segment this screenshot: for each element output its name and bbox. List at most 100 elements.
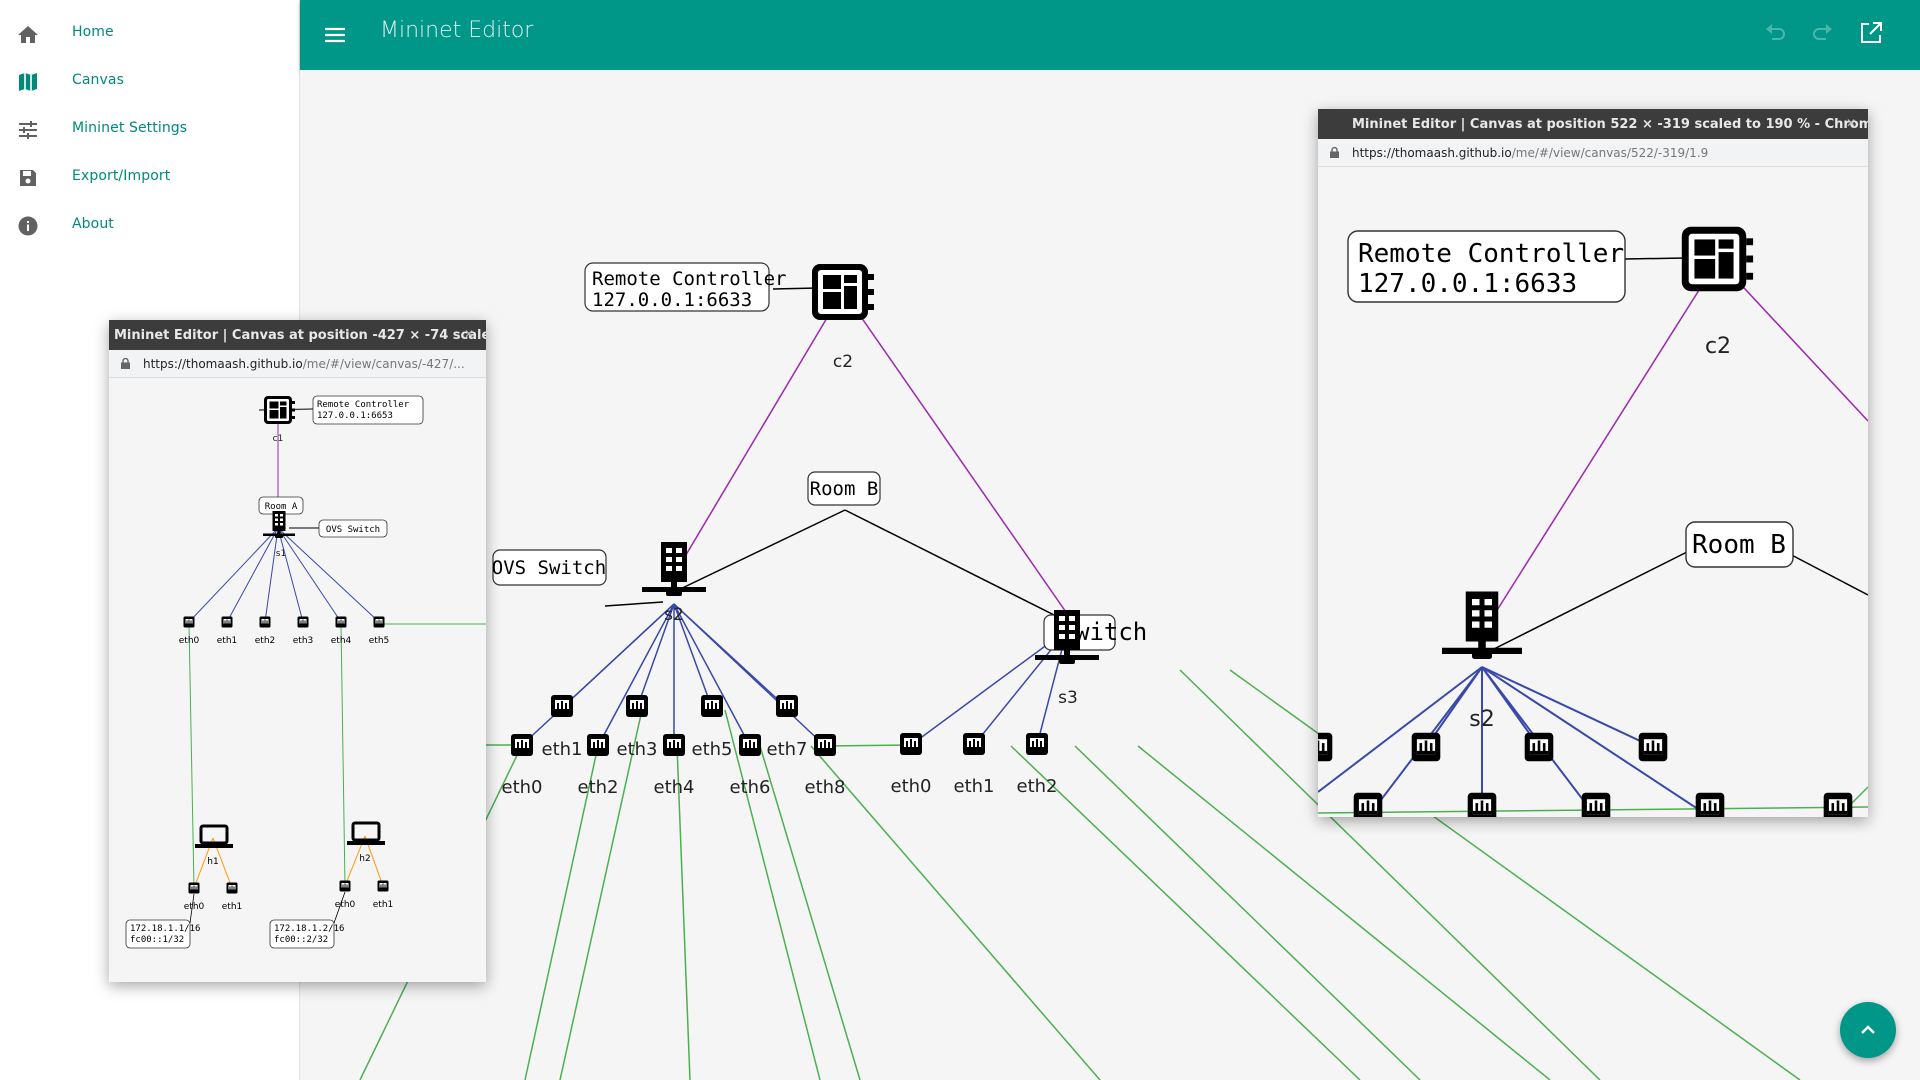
- popup-url-bar[interactable]: https://thomaash.github.io/me/#/view/can…: [109, 350, 486, 378]
- popup-titlebar[interactable]: Mininet Editor | Canvas at position -427…: [109, 320, 486, 350]
- svg-text:eth0: eth0: [335, 900, 356, 910]
- svg-text:eth1: eth1: [217, 636, 238, 646]
- controller-icon: [1681, 226, 1754, 292]
- svg-text:eth1: eth1: [373, 900, 394, 910]
- port-s3-eth0[interactable]: eth0: [891, 733, 932, 797]
- controller-name: c2: [1705, 334, 1731, 359]
- switch-name: s1: [276, 549, 286, 559]
- sidebar-item-export-import[interactable]: Export/Import: [0, 156, 300, 196]
- popup-canvas-view[interactable]: c1 Remote Controller 127.0.0.1:6653 Room…: [109, 378, 486, 982]
- svg-text:eth5: eth5: [692, 739, 733, 760]
- popup-url-bar[interactable]: https://thomaash.github.io/me/#/view/can…: [1318, 139, 1868, 167]
- controller-node-c2[interactable]: Remote Controller 127.0.0.1:6633 c2: [584, 262, 874, 372]
- host-ip-line1: 172.18.1.1/16: [130, 924, 200, 934]
- port-eth7[interactable]: eth7: [767, 695, 808, 760]
- host-name: h1: [207, 857, 218, 867]
- chevron-up-icon: [1861, 1025, 1875, 1034]
- host-ip-line1: 172.18.1.2/16: [274, 924, 344, 934]
- label-links: [604, 287, 1071, 624]
- sidebar-item-canvas[interactable]: Canvas: [0, 60, 300, 100]
- menu-button[interactable]: [322, 22, 348, 48]
- controller-label-line2: 127.0.0.1:6633: [1358, 269, 1577, 299]
- undo-button[interactable]: [1762, 20, 1788, 46]
- port-h1-eth1[interactable]: eth1: [222, 882, 243, 913]
- port-h2-eth0[interactable]: eth0: [335, 880, 356, 911]
- switch-name: s2: [664, 605, 684, 625]
- svg-text:eth0: eth0: [891, 776, 932, 797]
- port-eth0[interactable]: eth0: [502, 734, 543, 798]
- port-eth2[interactable]: eth2: [578, 734, 619, 798]
- svg-text:eth0: eth0: [179, 636, 200, 646]
- scroll-top-button[interactable]: [1840, 1002, 1896, 1058]
- port-eth0[interactable]: eth0: [179, 616, 200, 647]
- port-eth4[interactable]: eth4: [654, 734, 695, 798]
- port-eth5[interactable]: eth5: [369, 616, 390, 647]
- port-eth3[interactable]: eth3: [617, 695, 658, 760]
- close-icon[interactable]: ✕: [1845, 116, 1856, 130]
- port-s3-eth1[interactable]: eth1: [954, 733, 995, 797]
- switch-node-s2[interactable]: OVS Switch s2: [492, 542, 706, 625]
- controller-label-line1: Remote Controller: [1358, 239, 1624, 269]
- controller-label-line2: 127.0.0.1:6653: [317, 411, 393, 421]
- port-eth6[interactable]: eth6: [730, 734, 771, 798]
- sidebar-item-label: Home: [72, 24, 114, 40]
- controller-label-line2: 127.0.0.1:6633: [592, 289, 752, 311]
- port-eth4[interactable]: eth4: [331, 616, 352, 647]
- sidebar-item-about[interactable]: About: [0, 204, 300, 244]
- port-s3-eth2[interactable]: eth2: [1017, 733, 1058, 797]
- map-icon: [16, 70, 40, 94]
- room-label[interactable]: Room B: [1685, 521, 1794, 568]
- host-links: [188, 623, 486, 889]
- host-ip-line2: fc00::1/32: [130, 935, 184, 945]
- close-icon[interactable]: ✕: [463, 327, 474, 341]
- switch-icon[interactable]: [263, 511, 295, 538]
- room-label[interactable]: Room B: [807, 471, 881, 506]
- popup-titlebar[interactable]: Mininet Editor | Canvas at position 522 …: [1318, 109, 1868, 139]
- sidebar-item-home[interactable]: Home: [0, 12, 300, 52]
- port-icons[interactable]: [1318, 732, 1853, 817]
- controller-links: [673, 290, 1069, 616]
- controller-node-c2[interactable]: Remote Controller 127.0.0.1:6633 c2: [1347, 226, 1754, 359]
- host-node-h1[interactable]: h1: [195, 824, 233, 867]
- hamburger-menu-icon: [325, 27, 345, 43]
- room-label: Room A: [265, 502, 298, 512]
- svg-text:eth7: eth7: [767, 739, 808, 760]
- lock-icon: [121, 358, 130, 369]
- svg-text:eth3: eth3: [617, 739, 658, 760]
- sidebar-item-mininet-settings[interactable]: Mininet Settings: [0, 108, 300, 148]
- controller-icon[interactable]: [264, 396, 295, 424]
- port-eth2[interactable]: eth2: [255, 616, 276, 647]
- svg-text:Room B: Room B: [810, 478, 879, 500]
- controller-name: c1: [273, 434, 284, 444]
- switch-node-s2[interactable]: s2: [1442, 591, 1522, 733]
- port-h1-eth0[interactable]: eth0: [184, 882, 205, 913]
- sidebar-item-label: Mininet Settings: [72, 120, 188, 136]
- url-host: https://thomaash.github.io: [1352, 146, 1512, 160]
- popup-canvas-view[interactable]: Remote Controller 127.0.0.1:6633 c2 Room…: [1318, 167, 1868, 817]
- laptop-icon: [347, 821, 385, 845]
- redo-button[interactable]: [1810, 20, 1836, 46]
- popup-window-right[interactable]: Mininet Editor | Canvas at position 522 …: [1318, 109, 1868, 817]
- url-path: /me/#/view/canvas/-427/...: [302, 357, 465, 371]
- url-host: https://thomaash.github.io: [143, 357, 303, 371]
- port-eth8[interactable]: eth8: [805, 734, 846, 798]
- port-h2-eth1[interactable]: eth1: [373, 880, 394, 911]
- switch-node-s3[interactable]: witch s3: [1035, 610, 1147, 708]
- port-eth3[interactable]: eth3: [293, 616, 314, 647]
- port-eth1[interactable]: eth1: [217, 616, 238, 647]
- svg-text:eth4: eth4: [331, 636, 352, 646]
- url-path: /me/#/view/canvas/522/-319/1.9: [1511, 146, 1709, 160]
- open-new-window-button[interactable]: [1858, 20, 1884, 46]
- popup-window-left[interactable]: Mininet Editor | Canvas at position -427…: [109, 320, 486, 982]
- controller-label-line1: Remote Controller: [592, 268, 786, 290]
- laptop-icon: [195, 824, 233, 848]
- port-eth1[interactable]: eth1: [542, 695, 583, 760]
- svg-text:eth2: eth2: [578, 777, 619, 798]
- port-eth5[interactable]: eth5: [692, 695, 733, 760]
- switch-label: witch: [1075, 618, 1147, 646]
- switch-icon: [642, 542, 706, 596]
- switch-name: s2: [1469, 707, 1494, 732]
- host-node-h2[interactable]: h2: [347, 821, 385, 864]
- switch-icon: [1442, 591, 1522, 659]
- svg-text:eth1: eth1: [954, 776, 995, 797]
